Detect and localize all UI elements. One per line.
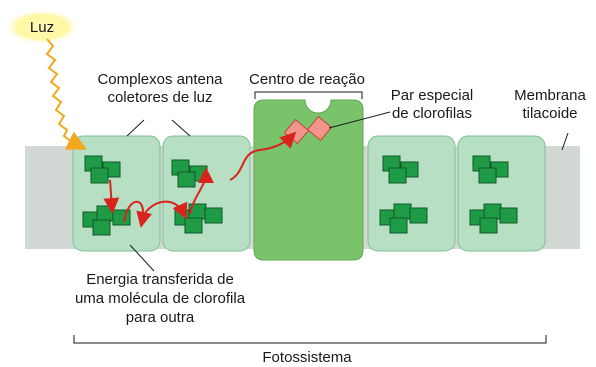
leader-antenna-right [171, 119, 191, 137]
chlorophyll-6-3 [409, 207, 428, 224]
chlorophyll-3-3 [177, 171, 196, 188]
antenna-label-line2: coletores de luz [107, 89, 212, 106]
energy-arrow-3 [141, 200, 188, 220]
chlorophyll-8-2 [483, 203, 502, 220]
chlorophyll-8-4 [479, 217, 498, 234]
chlorophyll-4-3 [204, 207, 223, 224]
light-ray [45, 38, 88, 150]
energy-arrow-5 [229, 131, 297, 181]
reaction-center [253, 99, 364, 261]
leader-special-pair [328, 111, 391, 129]
energy-transfer-arrows [103, 131, 297, 228]
energy-label-line2: uma molécula de clorofila [75, 290, 246, 307]
chlorophyll-2-2 [96, 205, 115, 222]
energy-label-line3: para outra [126, 309, 195, 326]
leader-membrane [561, 132, 569, 151]
chlorophyll-molecules [82, 155, 518, 236]
antenna-complex-4 [457, 135, 546, 252]
light-source-glow [6, 10, 78, 44]
chlorophyll-2-4 [92, 219, 111, 236]
photosystem-label: Fotossistema [262, 349, 352, 366]
reaction-center-label: Centro de reação [249, 71, 365, 88]
antenna-complex-1 [72, 135, 161, 252]
leader-antenna-left [126, 119, 145, 137]
leader-energy [129, 244, 155, 272]
chlorophyll-6-4 [389, 217, 408, 234]
antenna-label-line1: Complexos antena [97, 71, 223, 88]
bracket-photosystem [73, 335, 547, 344]
chlorophyll-4-4 [184, 217, 203, 234]
special-pair-label-line1: Par especial [391, 87, 474, 104]
bracket-reaction-center [254, 91, 363, 99]
antenna-complex-2 [162, 135, 251, 252]
membrane-label-line2: tilacoide [522, 105, 577, 122]
energy-label-line1: Energia transferida de [86, 271, 234, 288]
energy-arrow-4 [189, 167, 214, 215]
energy-arrow-1 [103, 179, 120, 214]
chlorophyll-6-2 [393, 203, 412, 220]
chlorophyll-5-3 [388, 167, 407, 184]
membrane-label-line1: Membrana [514, 87, 586, 104]
chlorophyll-7-3 [478, 167, 497, 184]
light-label: Luz [30, 19, 54, 36]
antenna-complex-3 [367, 135, 456, 252]
chlorophyll-8-3 [499, 207, 518, 224]
special-pair-label-line2: de clorofilas [392, 105, 472, 122]
chlorophyll-1-3 [90, 167, 109, 184]
